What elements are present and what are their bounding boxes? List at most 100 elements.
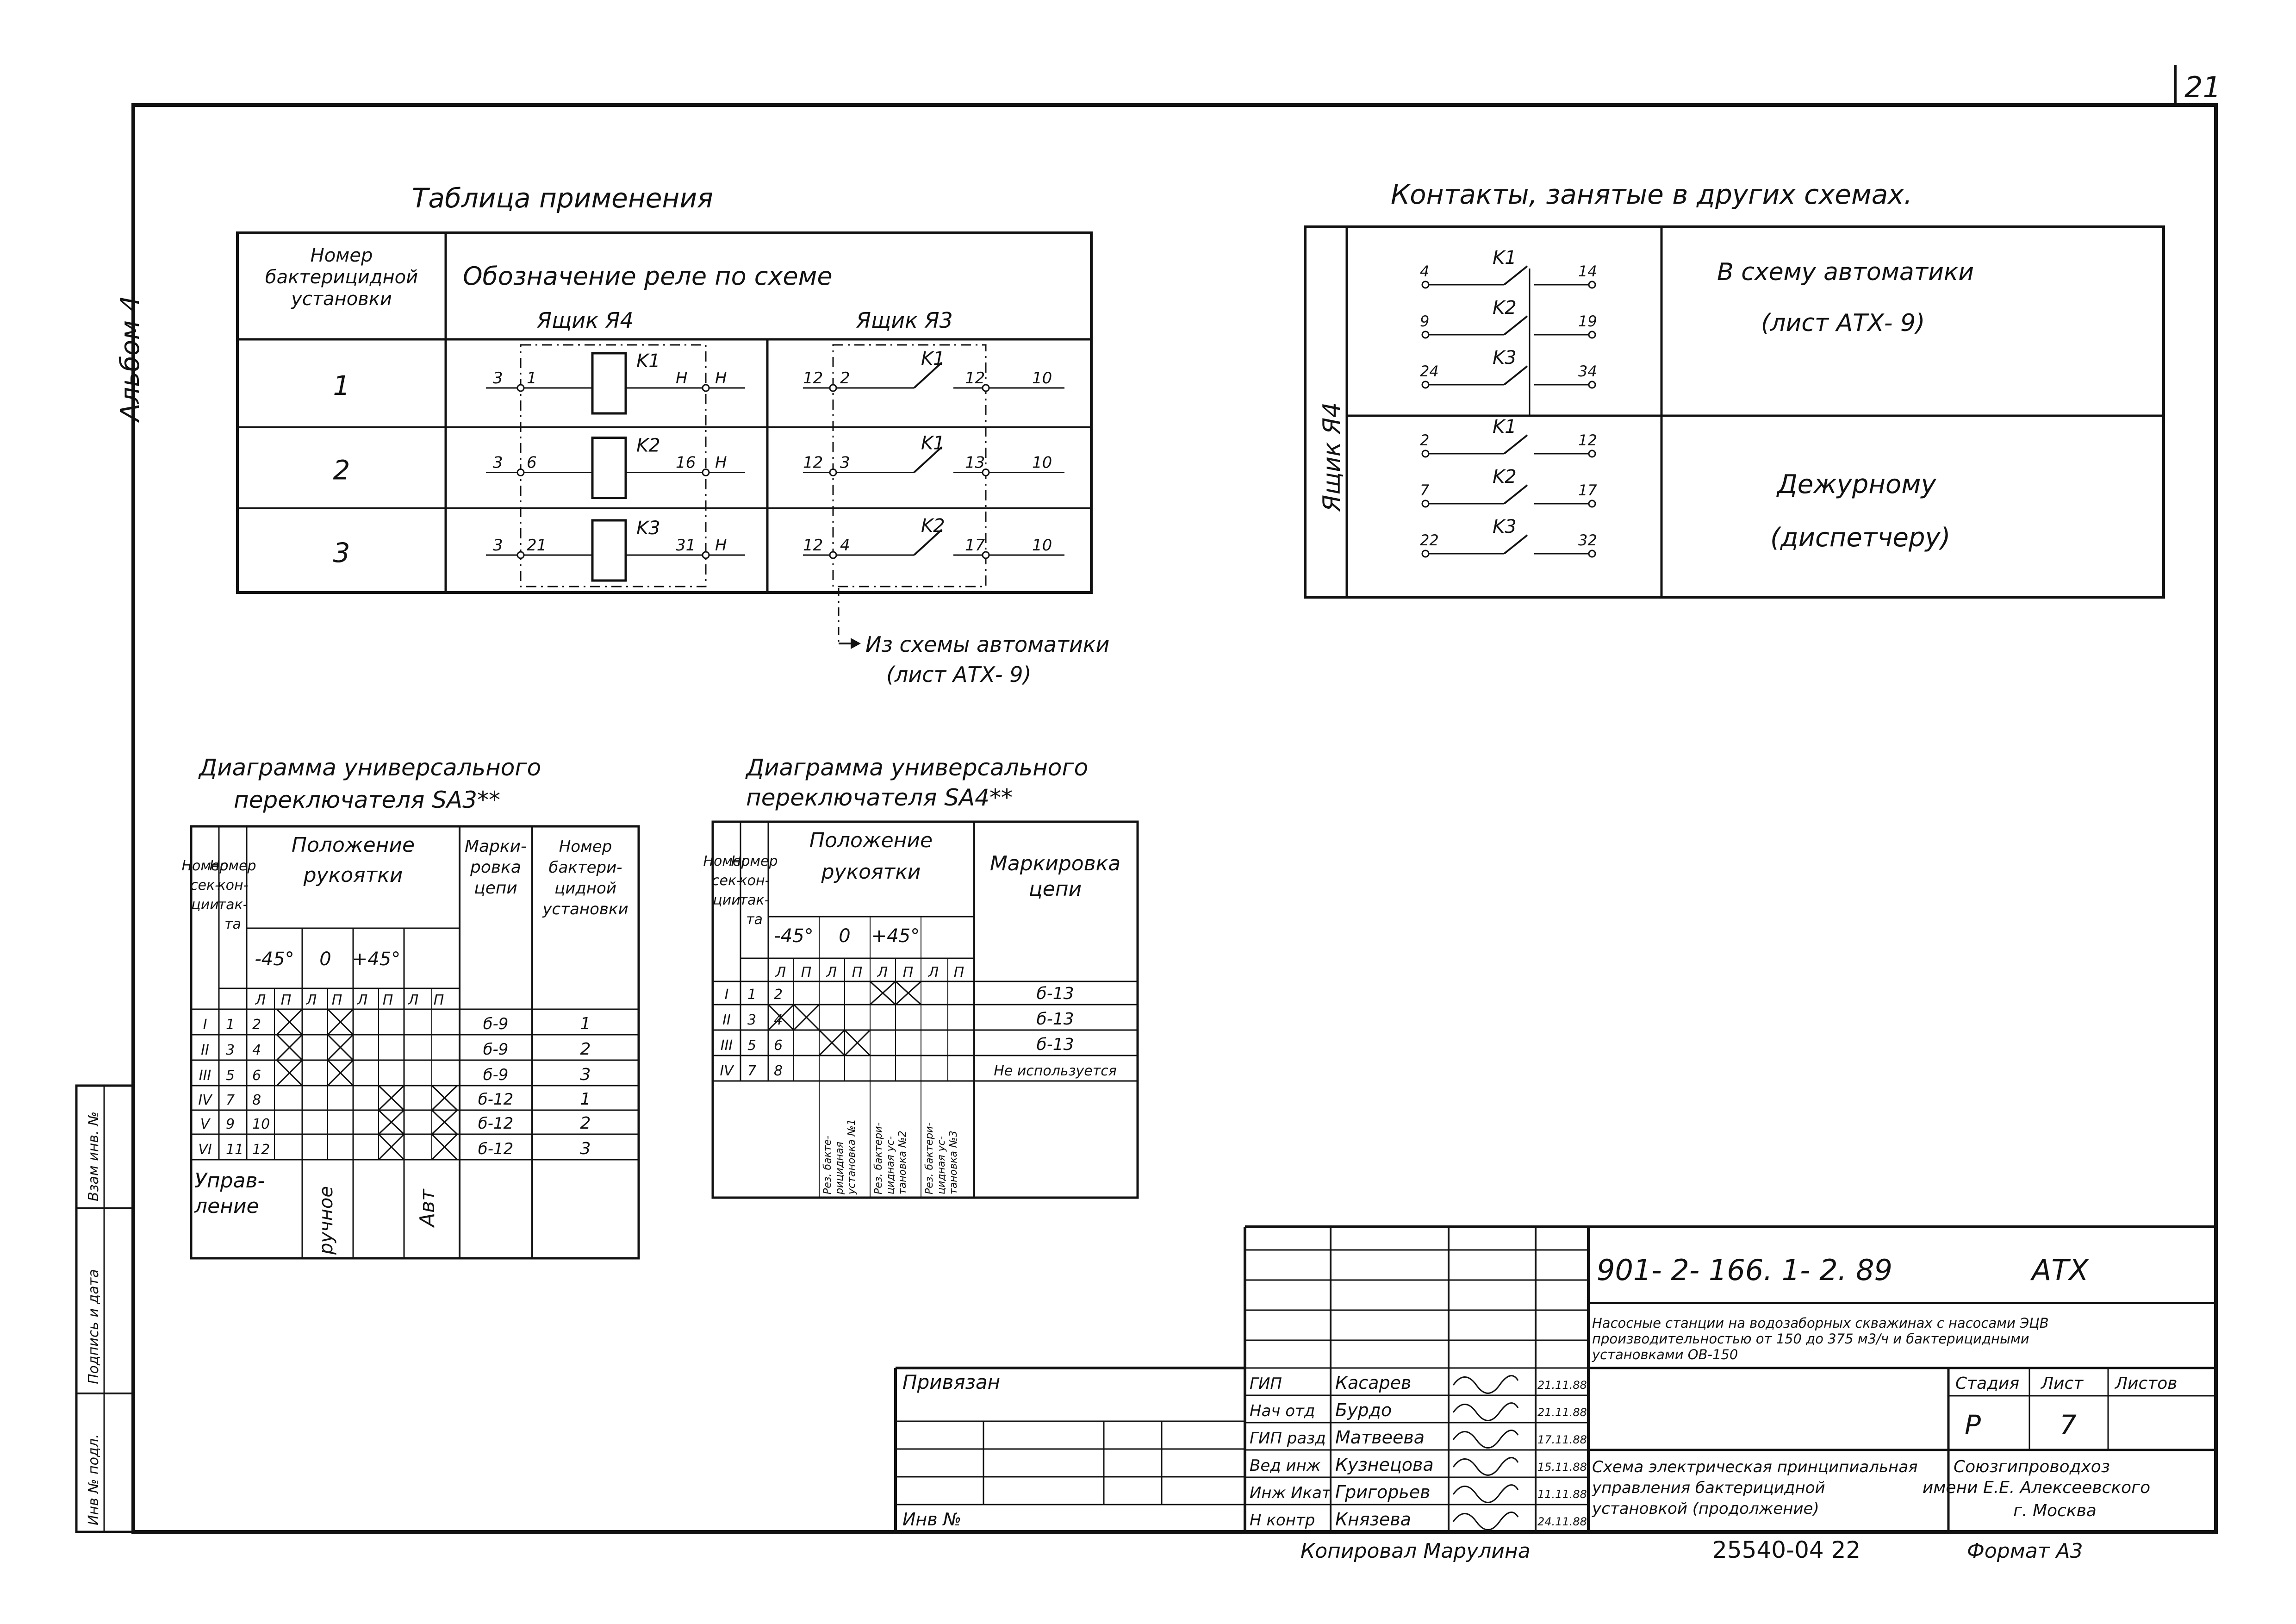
sa4-header-contact: кон- [739,873,770,889]
org-3: г. Москва [2013,1501,2097,1520]
terminal-icon [1588,331,1596,339]
sa4-footer-note: установка №1 [846,1119,858,1195]
cross-mark [378,1109,405,1135]
sa3-lp: П [434,992,444,1008]
terminal-icon [516,384,525,392]
staff-date: 15.11.88 [1537,1461,1587,1474]
sa3-contact: 8 [252,1092,261,1108]
cross-mark [327,1008,354,1036]
sa4-angle: -45° [774,925,813,947]
arrow-icon [851,638,861,649]
sa4-frame [711,820,1139,1199]
contact-terminal-label: 12 [1578,431,1597,449]
cross-mark [844,1029,871,1056]
sa4-footer-note: Рез. бакте- [822,1136,834,1194]
unit-number: 2 [333,455,350,486]
contacts-g2-text2: (диспетчеру) [1770,523,1951,553]
sa4-marking: Не используется [994,1063,1117,1079]
sa3-header-marking: ровка [470,858,521,877]
contact-label: K1 [921,348,945,369]
sa4-diagram: Диаграмма универсального переключателя S… [703,754,1139,1199]
album-label: Альбом 4 [115,295,145,423]
sa4-contact: 2 [774,987,783,1003]
wire-label: 12 [803,536,823,555]
sa3-table: Номерсек-цииНомеркон-так-таПоложениеруко… [181,825,640,1260]
sa4-header-contact: та [746,912,763,928]
cross-mark [276,1008,303,1036]
terminal-icon [982,384,990,392]
application-table: Таблица применения Номер бактерицидной у… [236,182,1109,687]
sa3-marking: б-9 [483,1040,509,1059]
sa4-header-position: рукоятки [821,860,921,884]
staff-date: 11.11.88 [1537,1488,1587,1501]
sa4-section: III [721,1037,733,1054]
contact-blade [1503,315,1528,336]
wire-label: Н [715,536,727,555]
sheet-title-1: Схема электрическая принципиальная [1592,1458,1918,1476]
sa3-unit: 3 [580,1139,591,1158]
cross-mark [895,981,922,1006]
sa4-lp: Л [877,964,888,981]
sa3-marking: б-12 [478,1114,514,1133]
sa4-section: IV [720,1063,734,1079]
terminal-icon [516,468,525,476]
sheet-title-2: управления бактерицидной [1592,1479,1825,1497]
sheet-value: 7 [2060,1409,2077,1441]
sa4-angle: 0 [839,925,850,947]
sa4-footer-note: тановка №3 [948,1131,959,1194]
sa3-lp: Л [306,992,317,1008]
stage-label: Стадия [1955,1374,2019,1393]
sa3-header-section: сек- [190,877,220,893]
sa3-lp: Л [255,992,266,1008]
wire-label: 3 [493,536,503,555]
sa4-marking: б-13 [1037,1010,1074,1029]
terminal-icon [1421,550,1430,558]
staff-role: Инж Икат [1250,1484,1332,1502]
project-line-3: установками ОВ-150 [1592,1347,1738,1362]
sa4-angle: +45° [871,925,920,947]
sa4-footer-note: рицидная [834,1142,846,1195]
wire-label: 31 [676,536,696,555]
sa3-unit: 1 [580,1090,591,1109]
relay-coil-icon [591,437,627,499]
sa3-marking: б-9 [483,1066,509,1084]
staff-date: 17.11.88 [1537,1433,1587,1446]
contact-terminal-label: 24 [1420,362,1439,380]
sa3-header-unit: бактери- [548,858,622,877]
wire-label: 3 [493,454,503,472]
sa4-contact: 3 [747,1012,756,1028]
contact-terminal-label: 2 [1420,431,1429,449]
cross-mark [869,981,896,1006]
staff-name: Касарев [1335,1373,1411,1393]
sa4-lp: П [852,964,863,981]
staff-role: ГИП разд [1250,1429,1326,1448]
sa4-lp: Л [928,964,939,981]
sa3-title-2: переключателя SA3** [234,787,500,813]
sa3-frame [190,825,640,1260]
sa3-footer-label: ление [194,1194,259,1218]
contact-terminal-label: 22 [1420,531,1439,549]
cross-mark [431,1109,458,1135]
sa3-contact: 4 [252,1042,261,1058]
sa3-section: V [200,1116,211,1132]
stage-value: Р [1965,1409,1981,1441]
sa4-title-2: переключателя SA4** [746,784,1013,811]
cross-mark [327,1034,354,1061]
contact-blade [913,446,943,473]
sa4-footer-note: тановка №2 [897,1131,908,1194]
sa4-lp: П [801,964,812,981]
terminal-icon [516,551,525,559]
sa3-contact: 9 [226,1116,235,1132]
signature-icon [1452,1402,1519,1421]
sa4-footer-note: цидная ус- [936,1136,947,1194]
sa3-angle: 0 [319,949,331,970]
sa3-lp: П [281,992,292,1008]
sa4-header-section: ции [713,892,740,908]
contact-label: K3 [1493,347,1517,369]
staff-role: Вед инж [1250,1456,1321,1475]
wire-label: 10 [1032,454,1052,472]
privyazan-label: Привязан [902,1371,1000,1393]
